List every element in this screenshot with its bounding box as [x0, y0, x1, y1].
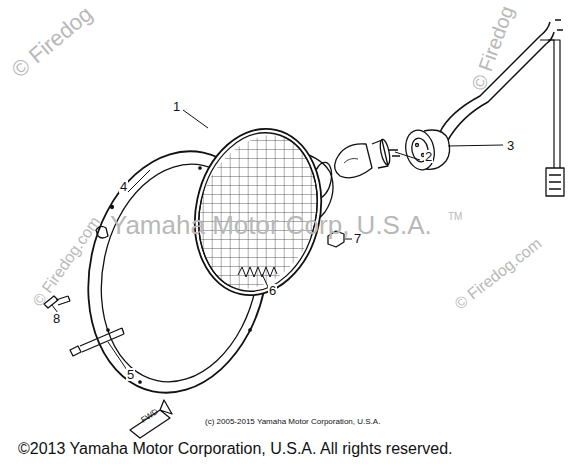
adjusting-spring	[238, 267, 277, 277]
leader-lines	[52, 110, 503, 370]
watermark: © Firedog.com	[30, 214, 103, 309]
bulb	[335, 138, 400, 177]
watermark: © Firedog	[468, 3, 517, 93]
callout-number: 6	[268, 284, 277, 297]
callout-number: 7	[353, 232, 362, 245]
copyright-note: (c) 2005-2015 Yamaha Motor Corporation, …	[205, 418, 380, 426]
callout-number: 3	[506, 139, 515, 152]
long-screw	[70, 328, 124, 356]
callout-number: 4	[119, 180, 128, 193]
watermark: © Firedog.com	[452, 235, 545, 312]
callout-number: 1	[172, 100, 181, 113]
callout-number: 5	[126, 368, 135, 381]
watermark: © Firedog	[8, 3, 96, 82]
fwd-arrow	[130, 400, 172, 438]
copyright-line: ©2013 Yamaha Motor Corporation, U.S.A. A…	[18, 441, 453, 457]
watermark: TM	[448, 212, 462, 222]
callout-number: 8	[52, 312, 61, 325]
watermark: Yamaha Motor Corp, U.S.A.	[110, 212, 432, 238]
callout-number: 2	[424, 150, 433, 163]
